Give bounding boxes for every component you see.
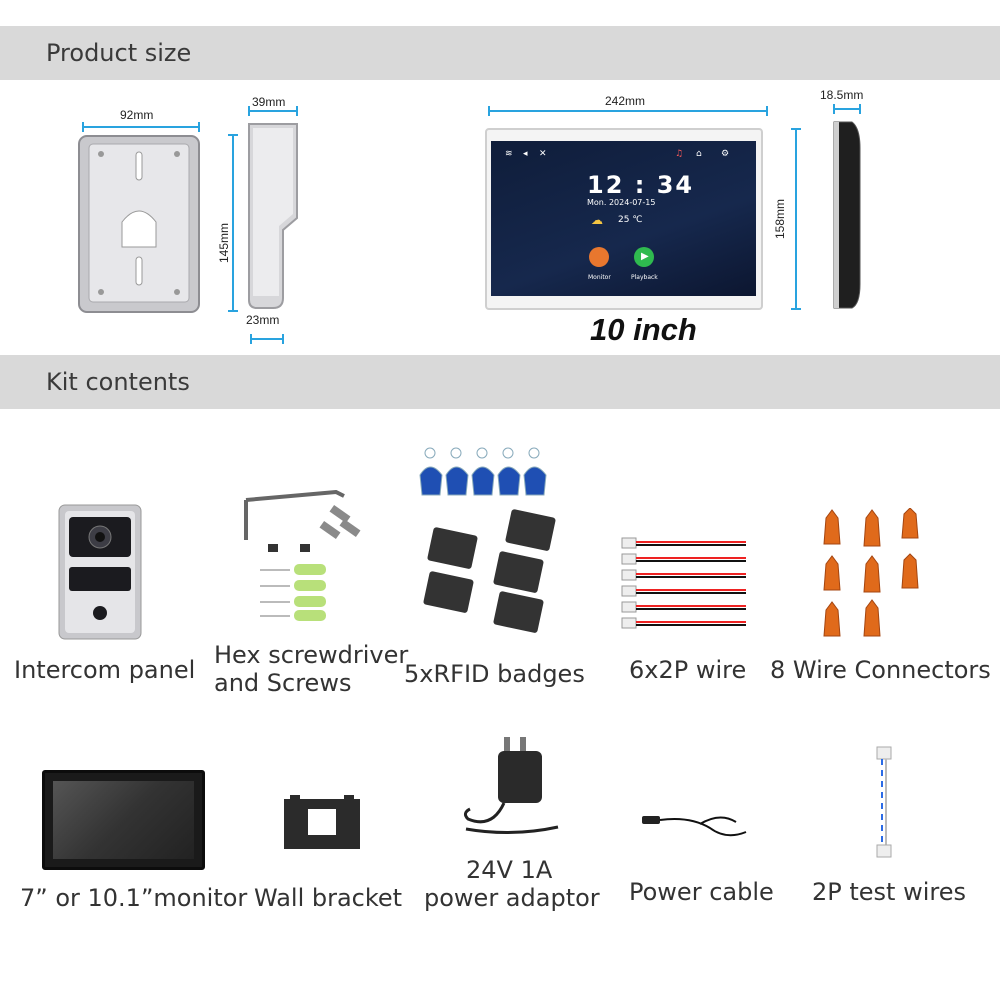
rfid-badges-image xyxy=(419,447,556,633)
wire-connectors-image xyxy=(823,508,919,637)
gear-icon: ⚙ xyxy=(721,149,730,159)
wall-bracket-image xyxy=(284,795,360,849)
panel-bottom-depth-line xyxy=(250,334,284,344)
kit-item-screws: and Screws xyxy=(214,669,352,697)
intercom-panel-image xyxy=(58,504,142,640)
weather-icon: ☁ xyxy=(591,213,603,227)
kit-item-power-cable: Power cable xyxy=(629,878,774,906)
monitor-screen: ≋ ◂ ✕ ♫ ⌂ ⚙ 12 : 34 Mon. 2024-07-15 ☁ 25… xyxy=(491,141,756,296)
speaker-icon: ◂ xyxy=(523,149,528,159)
power-cable-image xyxy=(642,816,747,837)
playback-button[interactable]: ▶ xyxy=(634,247,654,267)
home-icon: ⌂ xyxy=(696,149,702,159)
section-title: Kit contents xyxy=(46,368,190,396)
monitor-size-label: 10 inch xyxy=(590,312,697,347)
screen-time: 12 : 34 xyxy=(587,171,695,199)
kit-monitor-image xyxy=(42,770,205,870)
screen-date: Mon. 2024-07-15 xyxy=(587,198,656,207)
panel-front-drawing xyxy=(78,135,200,313)
panel-side-drawing xyxy=(248,123,298,309)
screen-temperature: 25 ℃ xyxy=(618,215,643,225)
play-icon: ▶ xyxy=(641,251,649,262)
kit-item-adaptor-rating: 24V 1A xyxy=(466,856,553,884)
screwdriver-screws-image xyxy=(244,490,361,621)
monitor-depth-label: 18.5mm xyxy=(820,88,864,102)
monitor-side-drawing xyxy=(833,121,861,309)
monitor-depth-line xyxy=(833,104,861,114)
panel-height-label: 145mm xyxy=(217,222,232,264)
kit-item-intercom-panel: Intercom panel xyxy=(14,656,196,684)
section-header-product-size: Product size xyxy=(0,26,1000,80)
power-adaptor-image xyxy=(463,737,559,835)
kit-item-test-wires: 2P test wires xyxy=(812,878,966,906)
kit-item-wire-connectors: 8 Wire Connectors xyxy=(770,656,991,684)
bell-icon: ♫ xyxy=(675,149,684,159)
kit-item-6x2p-wire: 6x2P wire xyxy=(629,656,747,684)
monitor-button-label: Monitor xyxy=(588,274,611,281)
panel-width-line xyxy=(82,122,200,132)
kit-item-hex-screwdriver: Hex screwdriver xyxy=(214,641,409,669)
monitor-height-line xyxy=(791,128,801,310)
kit-item-wall-bracket: Wall bracket xyxy=(254,884,403,912)
panel-width-label: 92mm xyxy=(120,108,154,122)
kit-item-power-adaptor: power adaptor xyxy=(424,884,600,912)
panel-depth-line xyxy=(248,106,298,116)
wifi-icon: ≋ xyxy=(505,149,513,159)
wire-6x2p-image xyxy=(621,537,746,629)
monitor-width-label: 242mm xyxy=(605,94,646,108)
panel-bottom-depth-label: 23mm xyxy=(246,313,280,327)
dnd-icon: ✕ xyxy=(539,149,547,159)
section-header-kit-contents: Kit contents xyxy=(0,355,1000,409)
panel-height-line xyxy=(228,134,238,312)
test-wires-image xyxy=(876,746,892,858)
kit-item-monitor: 7” or 10.1”monitor xyxy=(20,884,248,912)
monitor-button[interactable] xyxy=(589,247,609,267)
playback-button-label: Playback xyxy=(631,274,658,281)
monitor-width-line xyxy=(488,106,768,116)
kit-item-rfid-badges: 5xRFID badges xyxy=(404,660,585,688)
panel-depth-label: 39mm xyxy=(252,95,286,109)
section-title: Product size xyxy=(46,39,192,67)
monitor-height-label: 158mm xyxy=(773,198,788,240)
